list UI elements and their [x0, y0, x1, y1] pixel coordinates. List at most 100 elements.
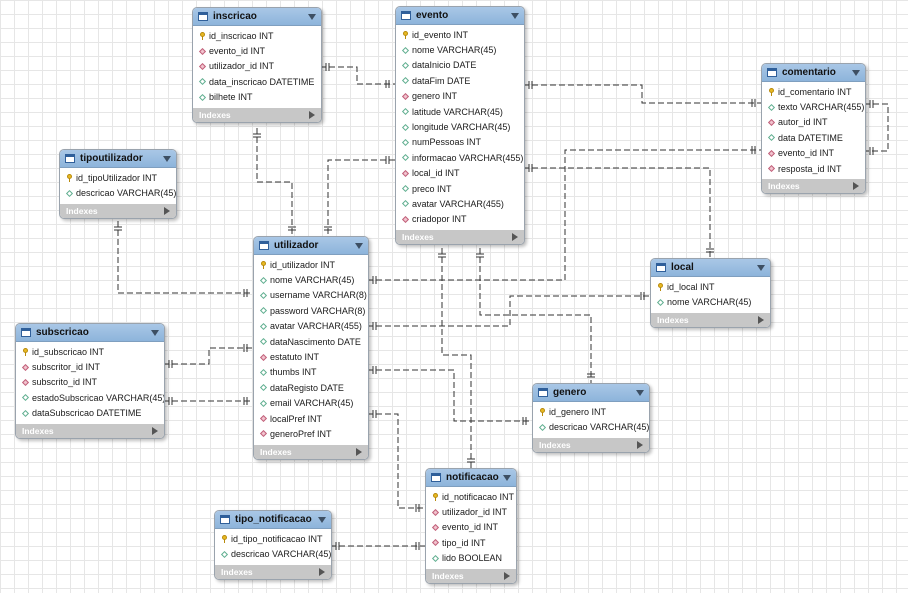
- rel-tipoutilizador-utilizador[interactable]: [117, 221, 253, 294]
- table-header[interactable]: comentario: [762, 64, 865, 82]
- rel-evento-genero[interactable]: [479, 248, 592, 383]
- column-row[interactable]: id_tipo_notificacao INT: [215, 531, 331, 546]
- table-header[interactable]: local: [651, 259, 770, 277]
- column-row[interactable]: descricao VARCHAR(45): [533, 419, 649, 434]
- table-header[interactable]: tipoutilizador: [60, 150, 176, 168]
- expand-arrow-icon[interactable]: [512, 233, 518, 242]
- table-header[interactable]: evento: [396, 7, 524, 25]
- column-row[interactable]: evento_id INT: [762, 146, 865, 161]
- column-row[interactable]: nome VARCHAR(45): [396, 42, 524, 57]
- table-header[interactable]: tipo_notificacao: [215, 511, 331, 529]
- expand-arrow-icon[interactable]: [319, 567, 325, 576]
- column-row[interactable]: dataSubscricao DATETIME: [16, 406, 164, 421]
- column-row[interactable]: estadoSubscricao VARCHAR(45): [16, 390, 164, 405]
- collapse-arrow-icon[interactable]: [355, 242, 363, 249]
- column-row[interactable]: local_id INT: [396, 166, 524, 181]
- expand-arrow-icon[interactable]: [853, 182, 859, 191]
- collapse-arrow-icon[interactable]: [503, 474, 511, 481]
- column-row[interactable]: lido BOOLEAN: [426, 551, 516, 566]
- column-row[interactable]: nome VARCHAR(45): [254, 272, 368, 287]
- column-row[interactable]: data_inscricao DATETIME: [193, 74, 321, 89]
- table-header[interactable]: utilizador: [254, 237, 368, 255]
- column-row[interactable]: genero INT: [396, 89, 524, 104]
- rel-evento-comentario[interactable]: [523, 84, 761, 104]
- column-row[interactable]: utilizador_id INT: [426, 504, 516, 519]
- expand-arrow-icon[interactable]: [164, 206, 170, 215]
- rel-inscricao-evento[interactable]: [320, 66, 395, 85]
- indexes-footer[interactable]: Indexes: [193, 107, 321, 122]
- indexes-footer[interactable]: Indexes: [762, 179, 865, 194]
- column-row[interactable]: username VARCHAR(8): [254, 288, 368, 303]
- column-row[interactable]: localPref INT: [254, 411, 368, 426]
- collapse-arrow-icon[interactable]: [318, 516, 326, 523]
- indexes-footer[interactable]: Indexes: [426, 568, 516, 583]
- column-row[interactable]: password VARCHAR(8): [254, 303, 368, 318]
- column-row[interactable]: numPessoas INT: [396, 135, 524, 150]
- indexes-footer[interactable]: Indexes: [16, 423, 164, 438]
- rel-subscricao-utilizador-1[interactable]: [163, 347, 253, 365]
- rel-utilizador-notificacao[interactable]: [367, 413, 425, 509]
- expand-arrow-icon[interactable]: [758, 315, 764, 324]
- column-row[interactable]: evento_id INT: [193, 43, 321, 58]
- column-row[interactable]: generoPref INT: [254, 426, 368, 441]
- collapse-arrow-icon[interactable]: [757, 264, 765, 271]
- expand-arrow-icon[interactable]: [504, 571, 510, 580]
- column-row[interactable]: dataNascimento DATE: [254, 334, 368, 349]
- column-row[interactable]: nome VARCHAR(45): [651, 294, 770, 309]
- column-row[interactable]: autor_id INT: [762, 115, 865, 130]
- collapse-arrow-icon[interactable]: [151, 329, 159, 336]
- column-row[interactable]: longitude VARCHAR(45): [396, 119, 524, 134]
- column-row[interactable]: id_comentario INT: [762, 84, 865, 99]
- expand-arrow-icon[interactable]: [356, 447, 362, 456]
- column-row[interactable]: dataInicio DATE: [396, 58, 524, 73]
- rel-comentario-self[interactable]: [864, 103, 889, 152]
- expand-arrow-icon[interactable]: [637, 440, 643, 449]
- collapse-arrow-icon[interactable]: [852, 69, 860, 76]
- rel-evento-notificacao[interactable]: [441, 248, 472, 468]
- expand-arrow-icon[interactable]: [152, 426, 158, 435]
- table-header[interactable]: notificacao: [426, 469, 516, 487]
- column-row[interactable]: latitude VARCHAR(45): [396, 104, 524, 119]
- column-row[interactable]: id_genero INT: [533, 404, 649, 419]
- column-row[interactable]: subscrito_id INT: [16, 375, 164, 390]
- column-row[interactable]: thumbs INT: [254, 365, 368, 380]
- column-row[interactable]: tipo_id INT: [426, 535, 516, 550]
- column-row[interactable]: descricao VARCHAR(45): [60, 185, 176, 200]
- column-row[interactable]: id_tipoUtilizador INT: [60, 170, 176, 185]
- indexes-footer[interactable]: Indexes: [396, 230, 524, 245]
- column-row[interactable]: utilizador_id INT: [193, 59, 321, 74]
- column-row[interactable]: id_subscricao INT: [16, 344, 164, 359]
- column-row[interactable]: texto VARCHAR(455): [762, 99, 865, 114]
- collapse-arrow-icon[interactable]: [636, 389, 644, 396]
- rel-inscricao-utilizador[interactable]: [256, 128, 293, 236]
- column-row[interactable]: estatuto INT: [254, 349, 368, 364]
- rel-evento-utilizador-criador[interactable]: [327, 159, 395, 236]
- column-row[interactable]: evento_id INT: [426, 520, 516, 535]
- column-row[interactable]: dataFim DATE: [396, 73, 524, 88]
- column-row[interactable]: id_notificacao INT: [426, 489, 516, 504]
- expand-arrow-icon[interactable]: [309, 110, 315, 119]
- column-row[interactable]: id_local INT: [651, 279, 770, 294]
- column-row[interactable]: criadopor INT: [396, 212, 524, 227]
- column-row[interactable]: id_evento INT: [396, 27, 524, 42]
- column-row[interactable]: id_utilizador INT: [254, 257, 368, 272]
- table-header[interactable]: inscricao: [193, 8, 321, 26]
- indexes-footer[interactable]: Indexes: [533, 437, 649, 452]
- indexes-footer[interactable]: Indexes: [215, 564, 331, 579]
- column-row[interactable]: subscritor_id INT: [16, 359, 164, 374]
- column-row[interactable]: dataRegisto DATE: [254, 380, 368, 395]
- column-row[interactable]: informacao VARCHAR(455): [396, 150, 524, 165]
- column-row[interactable]: avatar VARCHAR(455): [254, 319, 368, 334]
- column-row[interactable]: avatar VARCHAR(455): [396, 196, 524, 211]
- column-row[interactable]: descricao VARCHAR(45): [215, 546, 331, 561]
- rel-evento-local[interactable]: [523, 167, 711, 258]
